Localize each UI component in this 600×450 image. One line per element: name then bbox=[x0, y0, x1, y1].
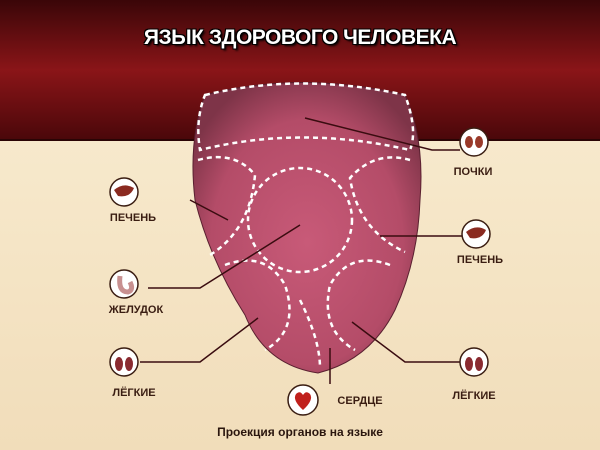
label-lungs-right: ЛЁГКИЕ bbox=[452, 390, 496, 402]
label-liver-right: ПЕЧЕНЬ bbox=[456, 254, 504, 266]
caption: Проекция органов на языке bbox=[217, 425, 383, 439]
lungs-icon bbox=[109, 347, 139, 377]
kidneys-icon bbox=[459, 127, 489, 157]
label-heart: СЕРДЦЕ bbox=[337, 395, 383, 407]
label-stomach: ЖЕЛУДОК bbox=[108, 304, 164, 316]
liver-icon bbox=[109, 177, 139, 207]
liver-icon bbox=[461, 219, 491, 249]
stomach-icon bbox=[109, 269, 139, 299]
label-lungs-left: ЛЁГКИЕ bbox=[112, 387, 156, 399]
label-kidneys: ПОЧКИ bbox=[453, 166, 493, 178]
label-liver-left: ПЕЧЕНЬ bbox=[109, 212, 157, 224]
leader-lines bbox=[140, 117, 462, 384]
heart-icon bbox=[287, 384, 319, 416]
zone-outlines bbox=[197, 82, 415, 369]
page-title: ЯЗЫК ЗДОРОВОГО ЧЕЛОВЕКА bbox=[143, 26, 457, 49]
organ-icons bbox=[109, 127, 491, 416]
lungs-icon bbox=[459, 347, 489, 377]
